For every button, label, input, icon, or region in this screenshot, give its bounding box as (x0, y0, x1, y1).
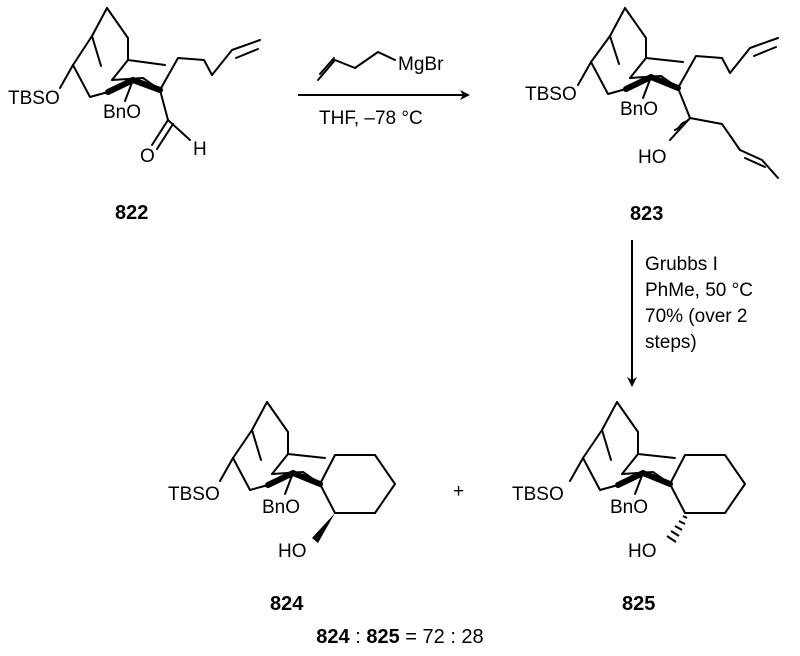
bno-bond-823 (642, 76, 652, 99)
tbso-bond-825 (569, 457, 584, 482)
compound-825: TBSO BnO HO 825 (512, 401, 746, 615)
aldehyde-bond-822 (159, 89, 191, 141)
allyl-chain-822 (159, 39, 261, 91)
bicyclic-core-825 (582, 401, 676, 491)
plus-sign: + (453, 481, 464, 502)
ratio-value: = 72 : 28 (400, 626, 484, 648)
allyl-chain-823 (677, 37, 779, 89)
cyclohexane-ring-825 (669, 454, 746, 514)
bno-bond-822 (124, 79, 134, 102)
carbinol-bond-823 (669, 87, 691, 141)
tbso-label-825: TBSO (512, 484, 564, 505)
bno-label-823: BnO (620, 99, 658, 120)
ho-label-825: HO (628, 541, 657, 562)
bicyclic-core-823 (590, 7, 684, 95)
ratio-separator: : (350, 626, 367, 648)
compound-824: TBSO BnO HO 824 (168, 401, 396, 615)
bicyclic-core-824 (232, 401, 326, 491)
bno-label-822: BnO (103, 102, 141, 123)
allyl-double-bond-822 (235, 48, 259, 59)
compound-number-824: 824 (270, 593, 304, 615)
bno-bond-824 (284, 472, 294, 495)
step2-solvent-temp: PhMe, 50 °C (645, 280, 753, 301)
hashed-oh-bond-825 (666, 515, 688, 543)
carbonyl-bond-822 (151, 119, 174, 150)
tbso-bond-823 (577, 61, 592, 86)
tbso-bond-822 (59, 64, 74, 89)
compound-number-822: 822 (115, 202, 148, 224)
bno-bond-825 (634, 472, 644, 495)
step1-conditions: THF, –78 °C (319, 108, 423, 129)
tbso-label-822: TBSO (8, 88, 60, 109)
ratio-compound-b: 825 (366, 626, 399, 648)
wedge-oh-bond-824 (312, 513, 335, 543)
cyclohexane-ring-824 (319, 454, 396, 514)
ho-label-824: HO (278, 541, 307, 562)
allyl-grignard-structure (317, 51, 396, 81)
carbonyl-oxygen-822: O (140, 146, 155, 167)
bno-label-825: BnO (610, 497, 648, 518)
compound-823: TBSO BnO HO 823 (525, 7, 779, 225)
step2-catalyst: Grubbs I (645, 254, 718, 275)
bicyclic-core-822 (72, 7, 166, 98)
step2-yield-cont: steps) (645, 332, 697, 353)
tbso-label-824: TBSO (168, 484, 220, 505)
tbso-label-823: TBSO (525, 84, 577, 105)
ho-label-823: HO (638, 147, 667, 168)
reaction-arrow-1: MgBr THF, –78 °C (298, 51, 470, 129)
reaction-arrow-2: Grubbs I PhMe, 50 °C 70% (over 2 steps) (627, 240, 753, 387)
ratio-compound-a: 824 (316, 626, 350, 648)
allyl-double-bond-823 (753, 46, 777, 57)
homoallyl-chain-823 (689, 117, 779, 179)
compound-822: TBSO BnO O H 822 (8, 7, 261, 224)
wavy-oh-bond-823 (674, 117, 691, 131)
step2-yield: 70% (over 2 (645, 306, 747, 327)
compound-number-823: 823 (630, 203, 663, 225)
compound-number-825: 825 (622, 593, 655, 615)
tbso-bond-824 (219, 457, 234, 482)
aldehyde-h-label-822: H (193, 139, 207, 160)
grignard-reagent-label: MgBr (398, 54, 444, 75)
bno-label-824: BnO (262, 497, 300, 518)
product-ratio: 824 : 825 = 72 : 28 (316, 626, 483, 648)
